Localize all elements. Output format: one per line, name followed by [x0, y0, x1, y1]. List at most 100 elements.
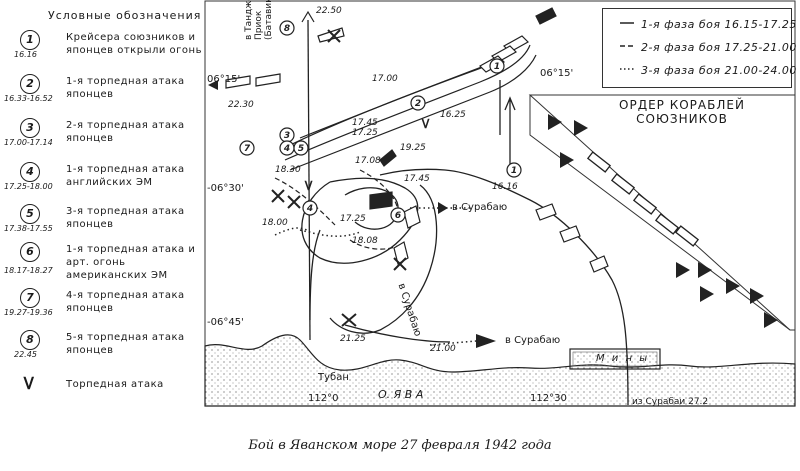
destroyer-icon [574, 120, 588, 136]
tandjong-label: в Танджонг Приок (Батавию) [244, 0, 274, 40]
island-label: О. Я В А [378, 388, 424, 401]
ship-icon [589, 255, 609, 273]
legend-num: 1 [20, 30, 40, 50]
phase-2-label: 2-я фаза боя 17.25-21.00 [641, 41, 797, 54]
legend-item-8: 8 22.45 5-я торпедная атака японцев [0, 330, 205, 370]
time-label: 21.25 [340, 334, 366, 344]
legend-num: 8 [20, 330, 40, 350]
lon-label: 112°0 [308, 393, 339, 404]
legend-text: 4-я торпедная атака японцев [66, 290, 185, 314]
destroyer-icon [750, 288, 764, 304]
legend-time: 18.17-18.27 [4, 266, 53, 275]
legend-text: Крейсера союзников и японцев открыли ого… [66, 32, 202, 56]
legend-time: 17.00-17.14 [4, 138, 53, 147]
svg-text:4: 4 [283, 144, 290, 154]
legend: Условные обозначения 1 16.16 Крейсера со… [0, 0, 205, 400]
torpedo-icon: Ꮩ [24, 374, 35, 393]
time-label: 17.08 [355, 156, 381, 166]
destroyer-icon [700, 286, 714, 302]
surabaya-label: в Сурабаю [452, 202, 508, 213]
svg-text:1: 1 [494, 62, 500, 72]
time-label: 17.25 [340, 214, 366, 224]
phase-3: 3-я фаза боя 21.00-24.00 [621, 64, 797, 77]
legend-item-5: 5 17.38-17.55 3-я торпедная атака японце… [0, 204, 205, 244]
cruiser-icon [632, 193, 658, 215]
legend-num: 4 [20, 162, 40, 182]
map-markers [239, 20, 522, 223]
surabaya-label: в Сурабаю [505, 335, 561, 346]
legend-time: 16.16 [14, 50, 37, 59]
legend-title: Условные обозначения [48, 9, 202, 22]
time-label: 18.30 [275, 165, 301, 175]
lat-label: 06°15' [540, 68, 574, 79]
time-label: 17.45 [352, 118, 378, 128]
destroyer-icon [726, 278, 740, 294]
legend-item-6: 6 18.17-18.27 1-я торпедная атака и арт.… [0, 242, 205, 290]
legend-item-7: 7 19.27-19.36 4-я торпедная атака японце… [0, 288, 205, 328]
legend-num: 5 [20, 204, 40, 224]
sunk-markers [271, 29, 407, 327]
svg-text:5: 5 [298, 144, 304, 154]
minefield-box [569, 348, 661, 370]
lat-label: 06°15' [207, 74, 241, 85]
legend-num: 2 [20, 74, 40, 94]
legend-text: 1-я торпедная атака и арт. огонь америка… [66, 244, 196, 281]
time-label: 19.25 [400, 143, 426, 153]
order-box [528, 94, 796, 331]
time-label: 16.25 [440, 110, 466, 120]
legend-num: 6 [20, 242, 40, 262]
legend-time: 19.27-19.36 [4, 308, 53, 317]
svg-text:6: 6 [395, 211, 401, 221]
time-label: 21.00 [430, 344, 456, 354]
phase-1-label: 1-я фаза боя 16.15-17.25 [641, 18, 797, 31]
arrow-icon [476, 334, 496, 348]
destroyer-icon [764, 312, 778, 328]
legend-time: 17.25-18.00 [4, 182, 53, 191]
time-label: 16.16 [492, 182, 518, 192]
phase-2: 2-я фаза боя 17.25-21.00 [621, 41, 797, 54]
legend-text: 1-я торпедная атака японцев [66, 76, 185, 100]
ship-icon [535, 7, 557, 25]
figure-caption: Бой в Яванском море 27 февраля 1942 года [248, 438, 552, 453]
svg-text:1: 1 [511, 166, 517, 176]
phase3-paths [274, 207, 477, 346]
ship-icon [403, 205, 421, 229]
time-label: 17.25 [352, 128, 378, 138]
svg-text:Ꮩ: Ꮩ [304, 179, 313, 193]
destroyer-icon [548, 114, 562, 130]
phase-legend: 1-я фаза боя 16.15-17.25 2-я фаза боя 17… [602, 8, 796, 88]
lat-label: -06°45' [207, 317, 244, 328]
java-coast [204, 334, 796, 407]
mines-label: М и н ы [596, 353, 650, 364]
legend-text: Торпедная атака [66, 379, 164, 390]
phase-1: 1-я фаза боя 16.15-17.25 [621, 18, 797, 31]
order-title: ОРДЕР КОРАБЛЕЙ СОЮЗНИКОВ [619, 98, 745, 126]
legend-text: 3-я торпедная атака японцев [66, 206, 185, 230]
lon-label: 112°30 [530, 393, 567, 404]
allied-track [379, 80, 629, 406]
tuban-label: Тубан [318, 372, 349, 383]
time-label: 17.45 [404, 174, 430, 184]
legend-item-torpedo: Ꮩ Торпедная атака [0, 374, 205, 394]
legend-time: 22.45 [14, 350, 37, 359]
legend-text: 5-я торпедная атака японцев [66, 332, 185, 356]
time-label: 22.30 [228, 100, 254, 110]
cruiser-icon [586, 151, 612, 173]
legend-item-3: 3 17.00-17.14 2-я торпедная атака японце… [0, 118, 205, 158]
legend-text: 2-я торпедная атака японцев [66, 120, 185, 144]
legend-text: 1-я торпедная атака английских ЭМ [66, 164, 185, 188]
legend-time: 16.33-16.52 [4, 94, 53, 103]
time-label: 17.00 [372, 74, 398, 84]
ship-icon [559, 225, 581, 243]
ally-order-ships [548, 114, 778, 328]
arrow-icon [438, 202, 448, 214]
legend-num: 3 [20, 118, 40, 138]
legend-item-1: 1 16.16 Крейсера союзников и японцев отк… [0, 30, 205, 70]
legend-time: 17.38-17.55 [4, 224, 53, 233]
time-label: 18.08 [352, 236, 378, 246]
legend-item-2: 2 16.33-16.52 1-я торпедная атака японце… [0, 74, 205, 114]
lat-label: -06°30' [207, 183, 244, 194]
ship-icon [225, 75, 251, 89]
svg-text:3: 3 [284, 131, 290, 141]
